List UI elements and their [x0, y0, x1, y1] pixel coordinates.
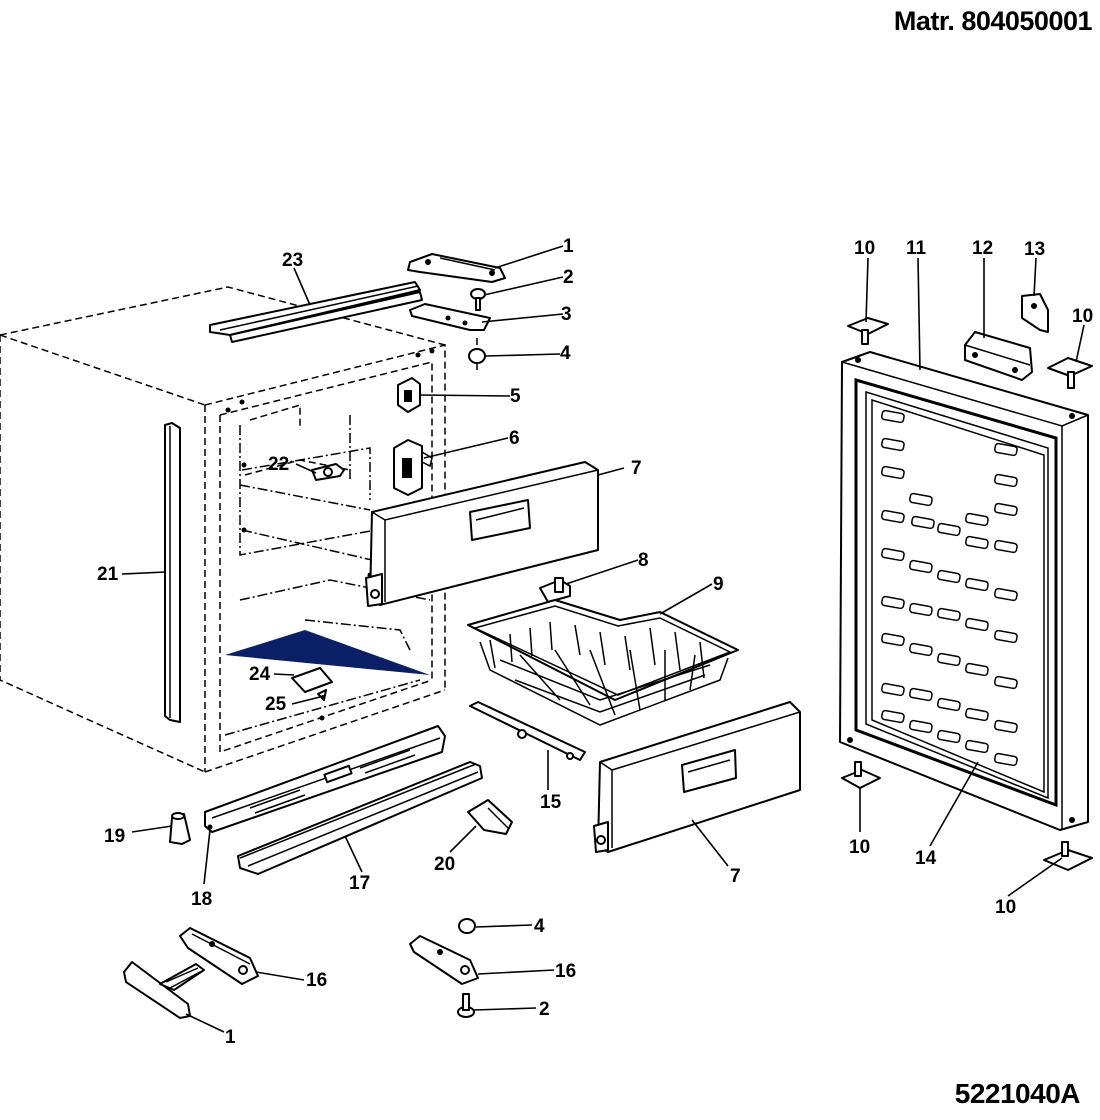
label-part-13: 13: [1024, 239, 1045, 260]
label-part-10-b: 10: [1072, 306, 1093, 327]
material-code: Matr. 804050001: [893, 6, 1093, 36]
label-part-10-a: 10: [854, 238, 875, 259]
part-9-wire-basket: [467, 599, 739, 726]
label-part-7-lower: 7: [730, 866, 741, 887]
label-part-4-top: 4: [560, 343, 571, 364]
accent-cover-plate: [225, 630, 430, 675]
part-5-catch: [397, 377, 421, 413]
part-3-hinge-plate: [409, 303, 491, 331]
part-4-bushing-top: [468, 338, 486, 372]
part-13-bracket: [1021, 293, 1049, 333]
label-part-19: 19: [104, 826, 125, 847]
label-part-18: 18: [191, 889, 212, 910]
part-6-latch: [393, 439, 433, 496]
label-part-22: 22: [268, 454, 289, 475]
label-part-1-top: 1: [563, 236, 574, 257]
label-part-14: 14: [915, 848, 937, 869]
part-15-runner: [469, 701, 586, 761]
part-7-lower-drawer-front: [593, 701, 801, 853]
label-part-23: 23: [282, 250, 303, 271]
part-1-top-hinge: [407, 253, 506, 283]
label-part-11: 11: [906, 238, 927, 259]
label-part-7-upper: 7: [631, 458, 642, 479]
label-part-16-left: 16: [306, 970, 327, 991]
label-part-2-bottom: 2: [539, 999, 550, 1020]
part-1-bottom-hinge: [123, 961, 205, 1019]
part-4-bushing-bottom: [458, 918, 476, 934]
part-23-top-rail: [209, 281, 423, 343]
part-11-door-panel: [839, 351, 1089, 831]
part-number-labels: 1 2 3 4 5 6 7 8 9 10 11 12 13 10 23 22 2…: [97, 236, 1093, 1048]
part-19-foot: [169, 812, 191, 845]
part-2-screw-bottom: [457, 993, 475, 1018]
part-7-upper-drawer-front: [365, 461, 599, 607]
part-2-screw-top: [470, 288, 486, 311]
leader-lines: [121, 245, 1085, 1033]
part-16-hinge-right: [409, 935, 479, 985]
part-14-door-gasket: [854, 378, 1058, 808]
part-17-grille: [237, 761, 483, 875]
label-part-20: 20: [434, 854, 455, 875]
part-18-kick-plate: [204, 725, 446, 833]
label-part-12: 12: [972, 238, 993, 259]
label-part-2-top: 2: [563, 267, 574, 288]
label-part-9: 9: [713, 574, 724, 595]
part-22-pin: [311, 463, 345, 481]
label-part-16-right: 16: [555, 961, 576, 982]
label-part-10-c: 10: [849, 837, 870, 858]
label-part-15: 15: [540, 792, 562, 813]
label-part-17: 17: [349, 873, 370, 894]
part-8-clip: [539, 577, 571, 603]
door-inner-pattern: [881, 409, 1018, 767]
part-20-handle: [467, 799, 513, 835]
part-24-bracket: [291, 667, 333, 693]
drawing-code: 5221040A: [954, 1078, 1081, 1109]
label-part-4-bottom: 4: [534, 916, 545, 937]
label-part-10-d: 10: [995, 897, 1016, 918]
part-21-side-strip: [164, 422, 181, 723]
label-part-25: 25: [265, 694, 287, 715]
part-25-screw: [317, 689, 327, 701]
part-12-door-handle: [964, 331, 1033, 381]
part-10-pivot-b: [1047, 357, 1093, 389]
label-part-6: 6: [509, 428, 520, 449]
label-part-8: 8: [638, 550, 649, 571]
label-part-24: 24: [249, 664, 271, 685]
label-part-3: 3: [561, 304, 572, 325]
label-part-21: 21: [97, 564, 119, 585]
part-10-pivot-a: [847, 317, 889, 345]
label-part-1-bottom: 1: [225, 1027, 236, 1048]
part-10-pivot-c: [841, 761, 881, 789]
label-part-5: 5: [510, 386, 521, 407]
part-16-hinge-left: [179, 927, 259, 985]
part-10-pivot-d: [1043, 841, 1093, 871]
